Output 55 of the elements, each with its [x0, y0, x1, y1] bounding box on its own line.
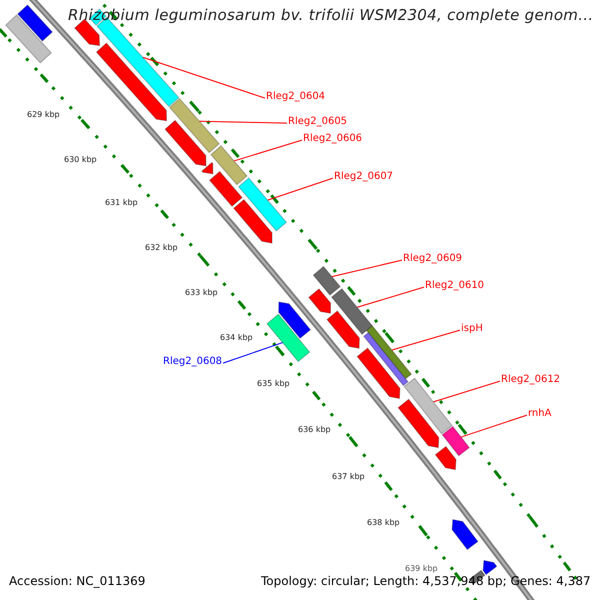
- gene-label: Rleg2_0604: [266, 91, 326, 102]
- scale-label: 634 kbp: [220, 333, 253, 342]
- gene-label: Rleg2_0605: [288, 116, 348, 127]
- gene-label: rnhA: [528, 408, 552, 419]
- scale-label: 636 kbp: [298, 425, 331, 434]
- gene-block: [363, 332, 409, 386]
- gene-block: [330, 288, 374, 335]
- gene-block: [452, 519, 479, 550]
- gene-label: Rleg2_0612: [501, 374, 560, 385]
- gene-label: ispH: [461, 323, 483, 334]
- leader-line: [356, 286, 424, 308]
- gene-block: [96, 42, 168, 122]
- gene-label: Rleg2_0607: [334, 171, 394, 182]
- gene-block: [326, 310, 360, 349]
- scale-label: 629 kbp: [27, 110, 60, 119]
- gene-block: [208, 170, 243, 207]
- gene-block: [266, 314, 310, 362]
- gene-label: Rleg2_0610: [425, 280, 484, 291]
- gene-label: Rleg2_0609: [403, 253, 462, 264]
- leader-line: [267, 178, 334, 201]
- gene-label: Rleg2_0606: [303, 133, 362, 144]
- gene-block: [168, 98, 220, 154]
- gene-block: [356, 347, 400, 400]
- leader-line: [460, 414, 528, 438]
- leader-line: [234, 140, 302, 162]
- gene-label: Rleg2_0608: [163, 356, 222, 367]
- scale-label: 633 kbp: [185, 288, 218, 297]
- gene-block: [17, 4, 53, 42]
- scale-label: 630 kbp: [64, 155, 97, 164]
- gene-block: [398, 398, 440, 448]
- gene-block: [482, 560, 498, 576]
- gene-block: [238, 177, 288, 232]
- gene-block: [5, 14, 52, 64]
- leader-line: [199, 120, 288, 124]
- scale-label: 631 kbp: [105, 198, 138, 207]
- gene-block: [312, 266, 341, 296]
- gene-block: [201, 162, 214, 174]
- scale-label: 637 kbp: [332, 472, 365, 481]
- leader-line: [391, 330, 460, 351]
- accession-text: Accession: NC_011369: [9, 574, 146, 588]
- gene-block: [442, 426, 470, 456]
- leader-line: [331, 260, 402, 278]
- gene-block: [404, 378, 453, 434]
- gene-block: [233, 198, 272, 244]
- scale-label: 638 kbp: [367, 518, 400, 527]
- scale-label: 635 kbp: [257, 379, 290, 388]
- leader-line: [222, 342, 284, 364]
- scale-label: 632 kbp: [145, 243, 178, 252]
- gene-block: [434, 446, 457, 470]
- gene-block: [164, 120, 207, 166]
- gene-block: [278, 301, 312, 339]
- gene-block: [210, 145, 248, 186]
- leader-line: [142, 56, 266, 99]
- leader-line: [432, 380, 500, 402]
- scale-label: 639 kbp: [405, 564, 438, 573]
